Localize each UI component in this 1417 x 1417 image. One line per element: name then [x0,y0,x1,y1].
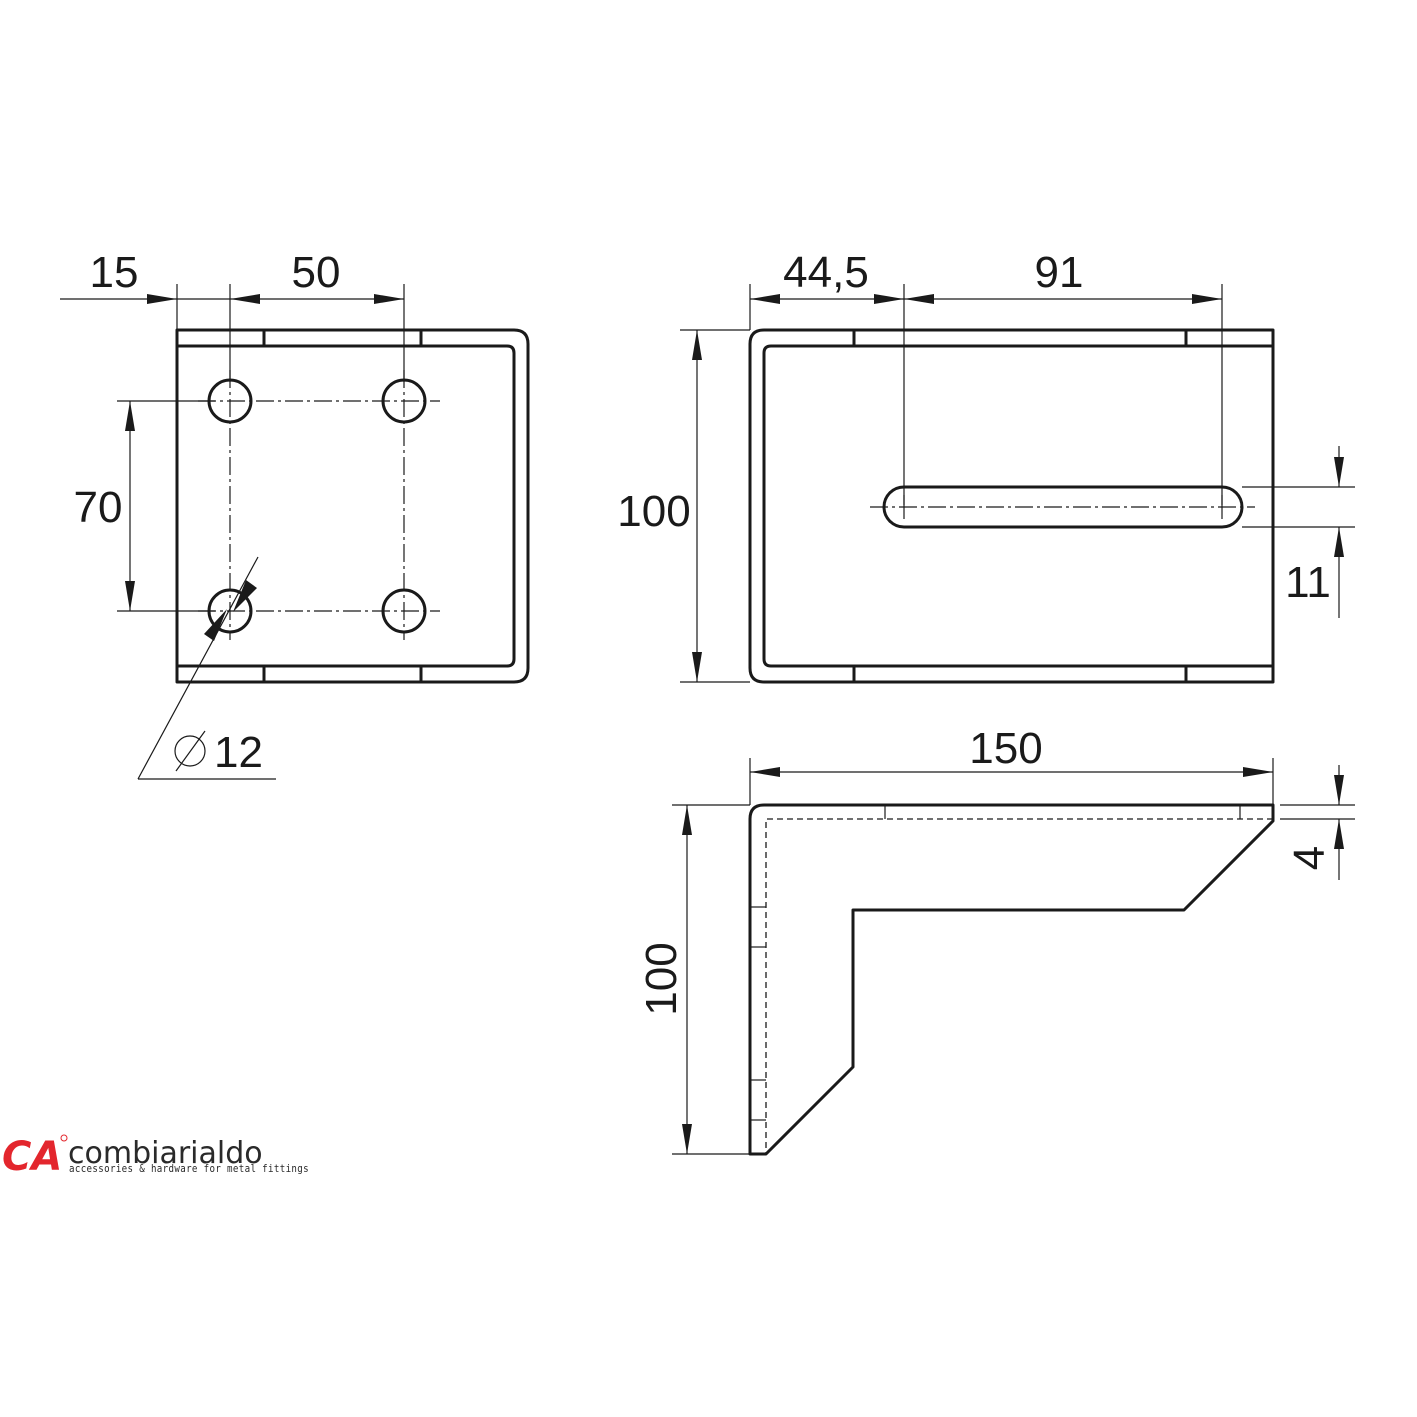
diameter-symbol [174,735,206,767]
logo-mark: CA [2,1134,62,1180]
slot-plate-inner-bend [762,344,1273,668]
profile-outline [748,803,1275,1156]
dim-hole-spacing-x: 50 [292,248,341,297]
registered-icon [60,1134,68,1142]
dim-height-front: 100 [617,487,690,536]
dim-slot-offset: 44,5 [783,248,869,297]
brand-logo: CA combiarialdo accessories & hardware f… [2,1134,309,1180]
slot-view: 44,5 91 100 11 [617,248,1355,684]
logo-name: combiarialdo [68,1136,263,1171]
dim-hole-spacing-y: 70 [74,483,123,532]
dim-flange-offset: 15 [90,248,139,297]
slot-plate-outline [748,328,1275,684]
dim-height-side: 100 [637,942,686,1015]
side-profile-view: 150 100 4 [637,724,1355,1156]
dim-length: 150 [969,724,1042,773]
leader-arrow [233,580,257,612]
dim-slot-width: 11 [1285,558,1331,607]
plate-inner-bend [177,344,516,668]
dim-hole-diameter: 12 [214,728,263,777]
dim-thickness: 4 [1285,846,1334,870]
profile-hidden-line [765,818,1273,1154]
plate-view: 15 50 70 12 [60,248,530,780]
dim-slot-length: 91 [1035,248,1084,297]
plate-outline [175,328,530,684]
leader-arrow [204,609,227,641]
diameter-symbol [175,730,206,772]
logo-tagline: accessories & hardware for metal fitting… [69,1162,309,1175]
leader-line [137,556,259,780]
